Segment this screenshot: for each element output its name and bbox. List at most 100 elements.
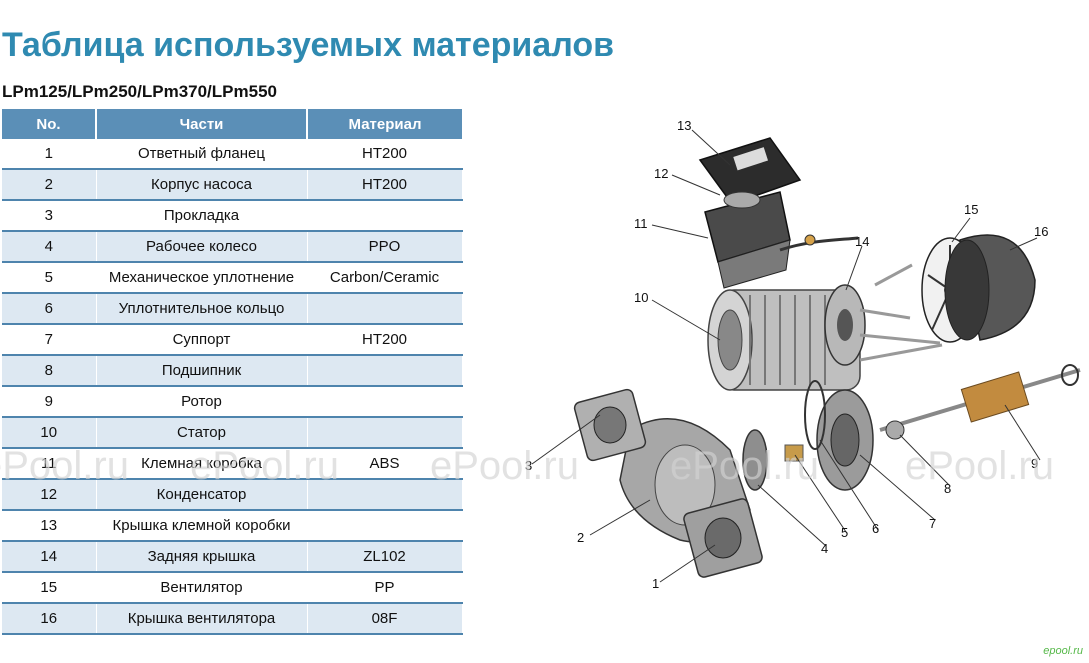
cell-no: 13 <box>2 510 97 542</box>
o-ring <box>804 380 826 450</box>
cell-part: Суппорт <box>96 324 308 356</box>
column-header-material: Материал <box>307 109 462 139</box>
model-list: LPm125/LPm250/LPm370/LPm550 <box>2 82 277 101</box>
inlet-flange-gasket <box>573 388 647 462</box>
cell-part: Прокладка <box>96 200 308 232</box>
corner-watermark: epool.ru <box>1043 645 1083 657</box>
diagram-label-7: 7 <box>929 516 936 531</box>
cell-material: 08F <box>307 603 463 635</box>
column-header-parts: Части <box>96 109 308 139</box>
cell-no: 14 <box>2 541 97 573</box>
cell-no: 16 <box>2 603 97 635</box>
diagram-label-10: 10 <box>634 290 648 305</box>
diagram-label-9: 9 <box>1031 456 1038 471</box>
support-bracket <box>816 389 905 491</box>
cell-material: ABS <box>307 448 463 480</box>
cell-no: 4 <box>2 231 97 263</box>
diagram-label-12: 12 <box>654 166 668 181</box>
cell-no: 10 <box>2 417 97 449</box>
impeller <box>742 429 768 491</box>
cell-part: Механическое уплотнение <box>96 262 308 294</box>
cell-no: 7 <box>2 324 97 356</box>
cell-no: 9 <box>2 386 97 418</box>
cell-part: Ответный фланец <box>96 139 308 170</box>
cell-part: Вентилятор <box>96 572 308 604</box>
rear-cover <box>824 284 866 366</box>
cell-material: PP <box>307 572 463 604</box>
rotor <box>879 364 1081 432</box>
cell-part: Задняя крышка <box>96 541 308 573</box>
cell-material: HT200 <box>307 139 463 170</box>
diagram-label-15: 15 <box>964 202 978 217</box>
cell-material: PPO <box>307 231 463 263</box>
cell-material <box>307 200 463 232</box>
cell-material: ZL102 <box>307 541 463 573</box>
cell-no: 6 <box>2 293 97 325</box>
terminal-box <box>704 191 859 289</box>
terminal-box-cover <box>698 137 802 205</box>
cell-material <box>307 386 463 418</box>
column-header-no: No. <box>2 109 97 139</box>
cell-no: 8 <box>2 355 97 387</box>
cell-no: 15 <box>2 572 97 604</box>
cell-part: Крышка клемной коробки <box>96 510 308 542</box>
cell-material <box>307 293 463 325</box>
cell-material <box>307 479 463 511</box>
cell-material: HT200 <box>307 324 463 356</box>
cell-no: 2 <box>2 169 97 201</box>
cell-no: 3 <box>2 200 97 232</box>
mechanical-seal <box>784 444 804 462</box>
cell-no: 12 <box>2 479 97 511</box>
long-bolts <box>859 263 943 362</box>
diagram-label-11: 11 <box>634 216 648 231</box>
diagram-label-3: 3 <box>525 458 532 473</box>
diagram-label-6: 6 <box>872 521 879 536</box>
cell-material <box>307 510 463 542</box>
pump-exploded-diagram: 13 12 11 10 14 15 16 9 8 7 6 5 4 3 2 1 <box>525 118 1081 591</box>
cell-part: Конденсатор <box>96 479 308 511</box>
diagram-label-4: 4 <box>821 541 828 556</box>
cell-part: Крышка вентилятора <box>96 603 308 635</box>
diagram-label-13: 13 <box>677 118 691 133</box>
cell-part: Корпус насоса <box>96 169 308 201</box>
diagram-label-2: 2 <box>577 530 584 545</box>
diagram-label-5: 5 <box>841 525 848 540</box>
outlet-flange <box>683 498 763 578</box>
cell-material <box>307 417 463 449</box>
diagram-label-1: 1 <box>652 576 659 591</box>
cell-part: Подшипник <box>96 355 308 387</box>
cell-part: Ротор <box>96 386 308 418</box>
diagram-label-16: 16 <box>1034 224 1048 239</box>
cell-no: 11 <box>2 448 97 480</box>
cell-material: Carbon/Ceramic <box>307 262 463 294</box>
page-title: Таблица используемых материалов <box>2 26 615 64</box>
diagram-label-14: 14 <box>855 234 869 249</box>
cell-part: Уплотнительное кольцо <box>96 293 308 325</box>
cell-part: Статор <box>96 417 308 449</box>
table-header-row: No. Части Материал <box>2 109 462 139</box>
cell-material: HT200 <box>307 169 463 201</box>
fan-cover <box>944 234 1036 341</box>
cell-material <box>307 355 463 387</box>
cell-no: 1 <box>2 139 97 170</box>
cell-part: Рабочее колесо <box>96 231 308 263</box>
diagram-label-8: 8 <box>944 481 951 496</box>
